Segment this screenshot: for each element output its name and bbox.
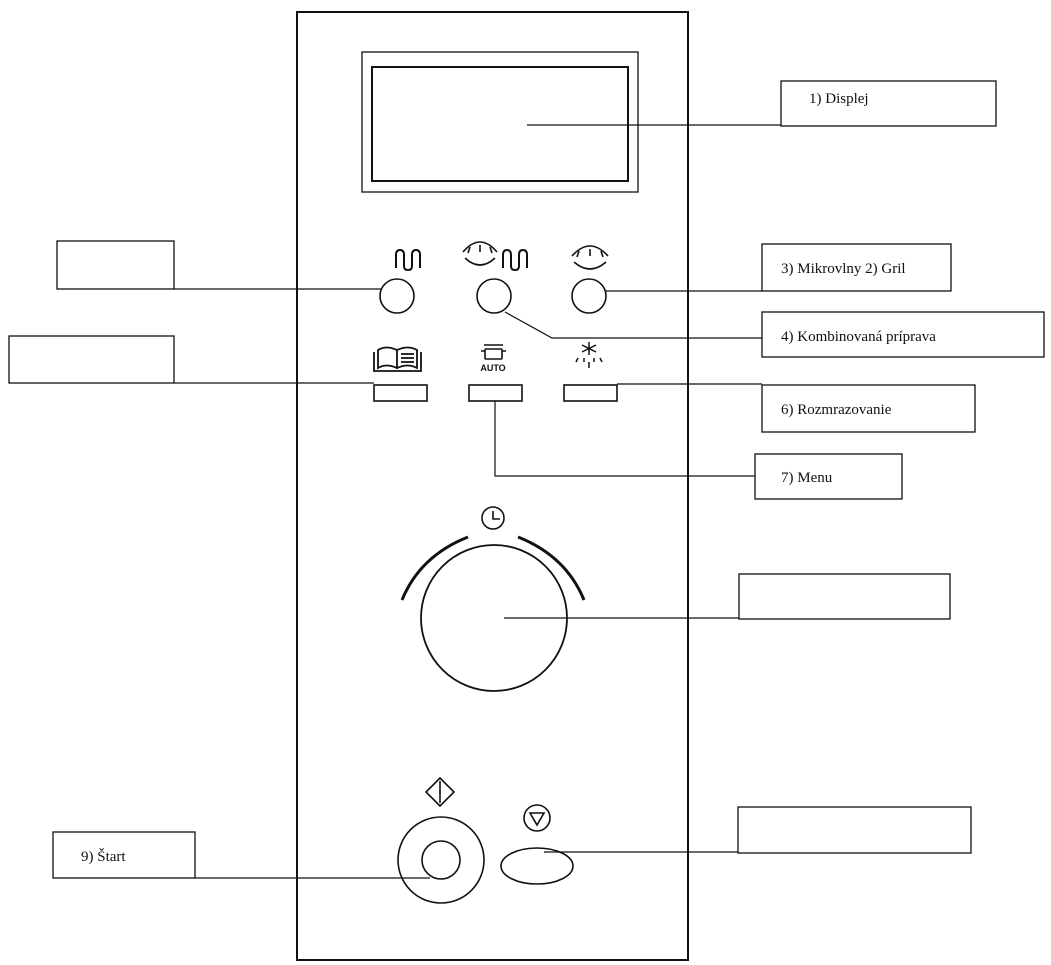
leader-lines xyxy=(174,124,781,879)
svg-text:7) Menu: 7) Menu xyxy=(781,470,833,486)
svg-text:6) Rozmrazovanie: 6) Rozmrazovanie xyxy=(781,402,892,418)
defrost-icon xyxy=(575,342,603,368)
dial-scale-arc xyxy=(400,535,469,601)
callout-display: 1) Displej xyxy=(780,80,997,127)
book-icon xyxy=(373,346,422,372)
grill-button[interactable] xyxy=(571,278,607,314)
auto-menu-button[interactable] xyxy=(468,384,523,402)
defrost-button[interactable] xyxy=(563,384,618,402)
control-panel-outline xyxy=(296,11,689,961)
callout-defrost: 6) Rozmrazovanie xyxy=(761,384,976,433)
recipe-book-button[interactable] xyxy=(373,384,428,402)
callout-blank-left-lower xyxy=(8,335,175,384)
combination-button[interactable] xyxy=(476,278,512,314)
combination-icon xyxy=(462,241,528,272)
callout-menu: 7) Menu xyxy=(754,453,903,500)
auto-label: AUTO xyxy=(480,363,505,373)
svg-text:3) Mikrovlny 2) Gril: 3) Mikrovlny 2) Gril xyxy=(781,261,906,277)
display-window xyxy=(361,51,639,193)
dial-scale-arc xyxy=(517,535,586,601)
callout-combination: 4) Kombinovaná príprava xyxy=(761,311,1045,358)
microwave-icon xyxy=(395,248,421,272)
svg-text:1) Displej: 1) Displej xyxy=(809,91,869,107)
stop-button[interactable] xyxy=(500,847,574,885)
callout-blank-dial xyxy=(738,573,951,620)
callout-start: 9) Štart xyxy=(52,831,196,879)
stop-icon xyxy=(523,804,551,832)
clock-icon xyxy=(481,506,505,530)
start-button[interactable] xyxy=(421,840,461,880)
start-icon xyxy=(424,776,456,808)
svg-text:9) Štart: 9) Štart xyxy=(81,848,126,865)
grill-icon xyxy=(571,245,609,270)
svg-text:4) Kombinovaná príprava: 4) Kombinovaná príprava xyxy=(781,329,936,345)
microwave-button[interactable] xyxy=(379,278,415,314)
callout-blank-left-upper xyxy=(56,240,175,290)
callout-blank-stop xyxy=(737,806,972,854)
callout-microwave-grill: 3) Mikrovlny 2) Gril xyxy=(761,243,952,292)
auto-menu-icon xyxy=(481,344,506,360)
